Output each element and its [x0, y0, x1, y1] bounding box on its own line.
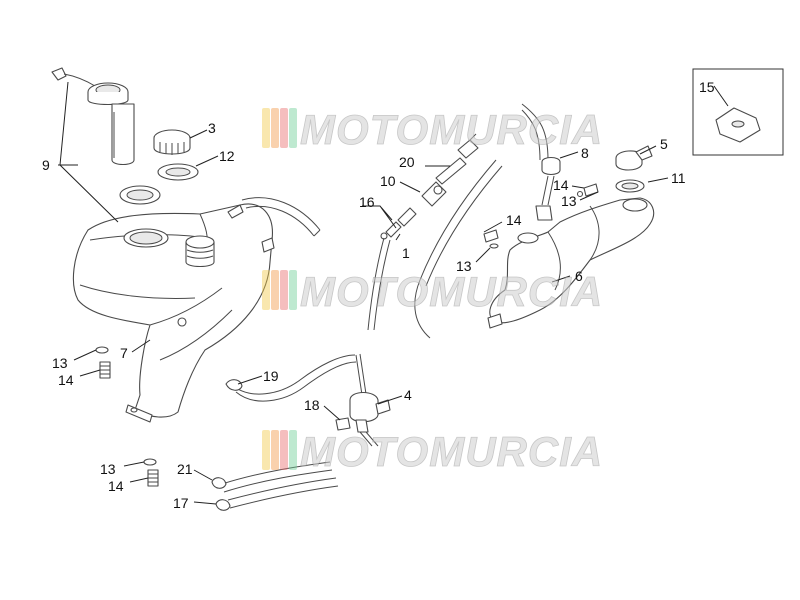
callout-21: 21	[177, 461, 193, 477]
callout-11: 11	[671, 170, 686, 186]
hose-clip-18	[335, 417, 351, 431]
watermark-text: MOTOMURCIA	[300, 428, 603, 475]
callout-18: 18	[304, 397, 320, 413]
filter-8	[535, 156, 561, 221]
callout-17: 17	[173, 495, 189, 511]
watermark-bottom: MOTOMURCIA	[262, 428, 603, 475]
cap-gasket-11	[615, 179, 645, 193]
washer-13-lower	[143, 458, 157, 466]
bolt-14-mid	[483, 229, 499, 249]
reservoir-hose	[521, 103, 549, 161]
callout-13-upper: 13	[561, 193, 577, 209]
callout-14-mid: 14	[506, 212, 522, 228]
callout-19: 19	[263, 368, 279, 384]
fuel-hose-19	[231, 354, 357, 402]
watermark-stripe	[289, 108, 297, 148]
callout-7: 7	[120, 345, 128, 361]
callout-13-left: 13	[52, 355, 68, 371]
callout-8: 8	[581, 145, 589, 161]
watermark-stripe	[280, 430, 288, 470]
tap-hose-left	[367, 237, 391, 331]
watermark-text: MOTOMURCIA	[300, 268, 603, 315]
callout-12: 12	[219, 148, 235, 164]
fitting-10	[421, 181, 447, 207]
callout-14-upper: 14	[553, 177, 569, 193]
callout-16: 16	[359, 194, 375, 210]
callout-14-lower: 14	[108, 478, 124, 494]
fuel-level-sender	[51, 67, 135, 166]
hose-clip-19	[225, 379, 243, 391]
callout-9: 9	[42, 157, 50, 173]
callout-20: 20	[399, 154, 415, 170]
watermark-text: MOTOMURCIA	[300, 106, 603, 153]
secondary-reservoir	[487, 197, 655, 329]
callout-15: 15	[699, 79, 715, 95]
bolt-14-lower	[147, 469, 159, 487]
watermark-stripe	[289, 430, 297, 470]
bolt-14-left	[99, 361, 111, 379]
watermark-stripe	[289, 270, 297, 310]
watermark-stripe	[280, 270, 288, 310]
leader-lines	[58, 81, 729, 505]
callout-14-left: 14	[58, 372, 74, 388]
callout-5: 5	[660, 136, 668, 152]
watermark-stripe	[271, 430, 279, 470]
callout-10: 10	[380, 173, 396, 189]
vacuum-hose	[414, 159, 503, 339]
callout-3: 3	[208, 120, 216, 136]
watermark-stripe	[262, 430, 270, 470]
callout-4: 4	[404, 387, 412, 403]
callout-labels: 9 3 12 20 10 16 1 8 5 14 13 11 14 13 6 1…	[42, 79, 715, 511]
watermark-middle: MOTOMURCIA	[262, 268, 603, 315]
gauge-gasket	[119, 185, 161, 205]
callout-1: 1	[402, 245, 410, 261]
fuel-tap-4	[349, 353, 391, 447]
callout-13-mid: 13	[456, 258, 472, 274]
callout-13-lower: 13	[100, 461, 116, 477]
watermark-stripe	[271, 270, 279, 310]
watermark-stripe	[262, 108, 270, 148]
inset-box-15	[692, 68, 784, 156]
watermark-stripe	[262, 270, 270, 310]
lower-fuel-hoses	[211, 461, 339, 511]
reservoir-cap-5	[615, 145, 653, 171]
callout-6: 6	[575, 268, 583, 284]
clips-16	[380, 207, 417, 240]
fuel-tank	[72, 203, 275, 423]
washer-13-upper	[95, 346, 109, 354]
watermark-top: MOTOMURCIA	[262, 106, 603, 153]
fuel-tap-valve-20	[435, 133, 479, 185]
breather-hose	[241, 197, 321, 237]
bolt-14-upper	[576, 183, 599, 198]
filler-cap	[153, 129, 191, 155]
filler-cap-gasket	[157, 163, 199, 181]
watermark-stripe	[280, 108, 288, 148]
watermark-stripe	[271, 108, 279, 148]
